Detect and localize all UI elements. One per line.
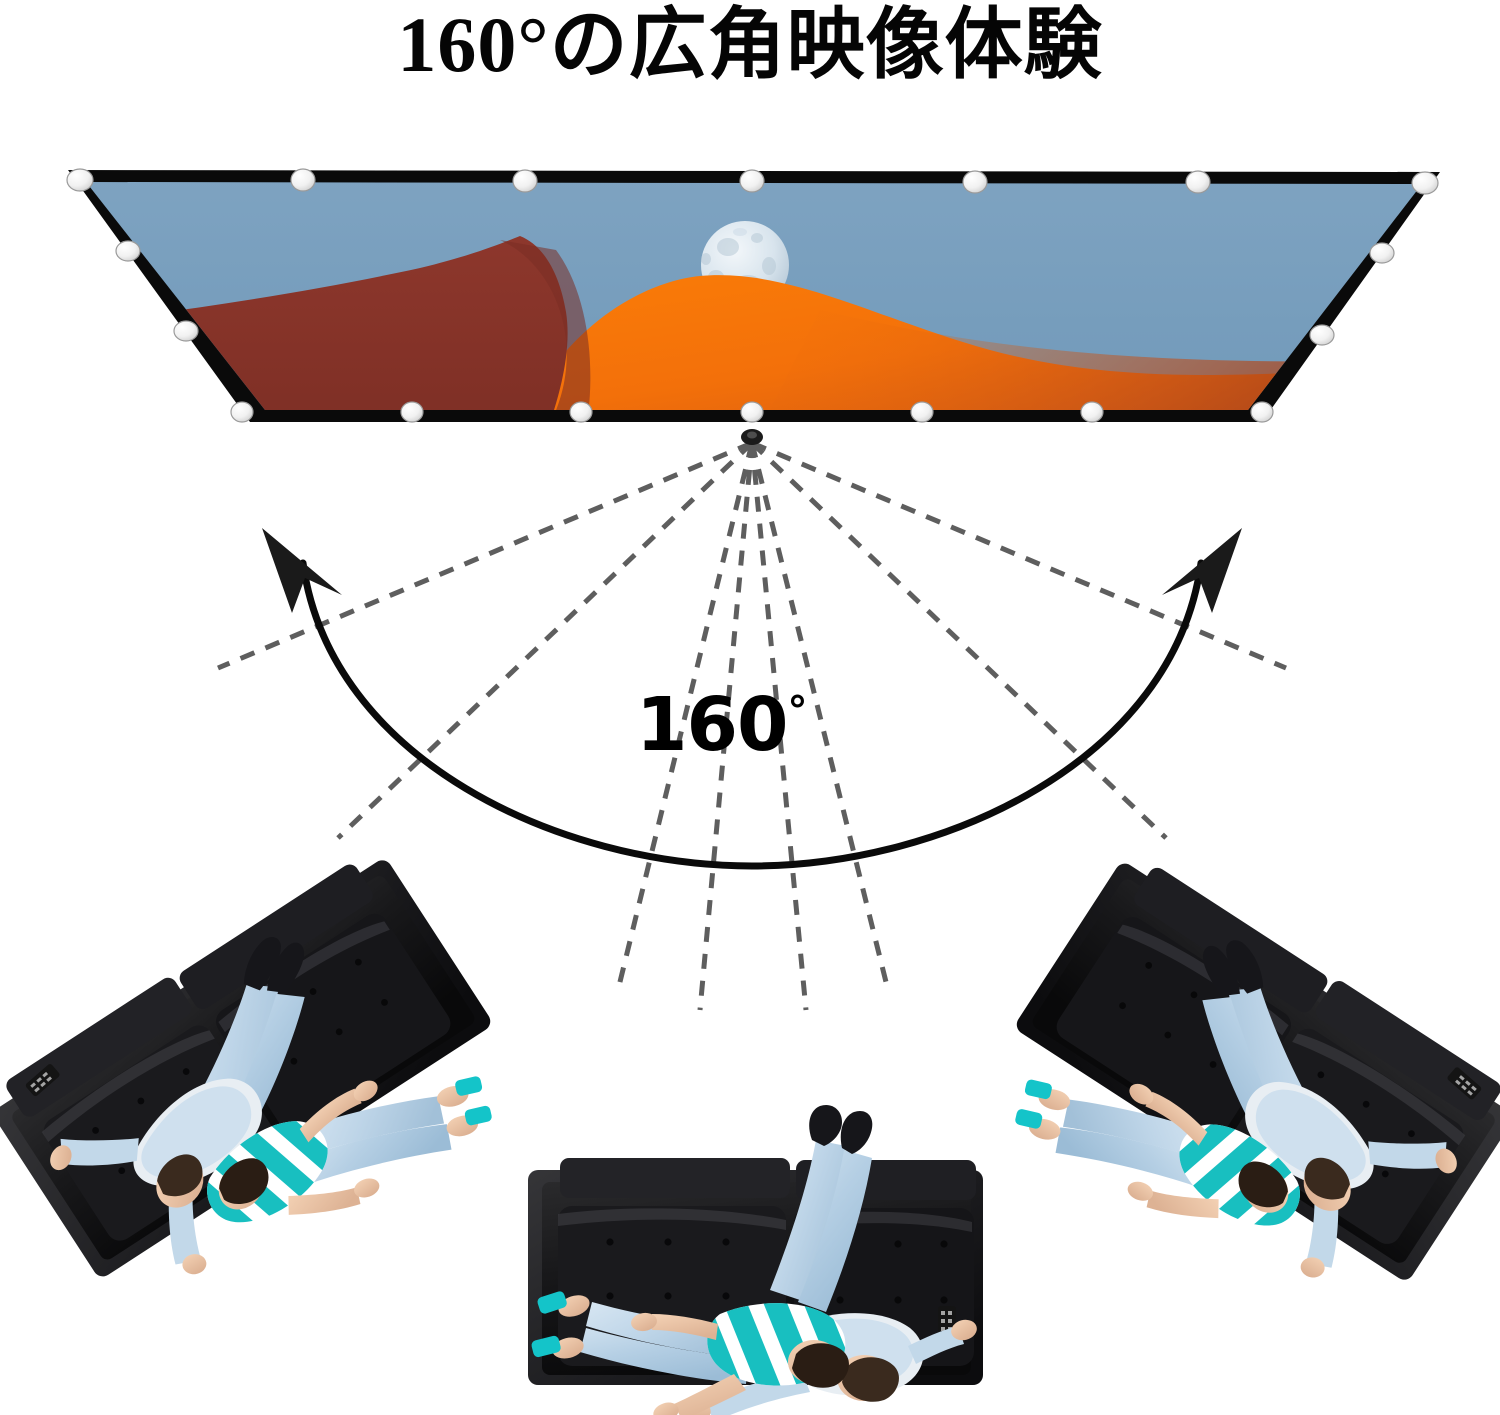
grommet-row-bottom <box>230 401 1274 423</box>
arc-line <box>299 559 1205 870</box>
viewer-sofa-center <box>528 1104 983 1415</box>
grommet-row-top <box>66 168 1439 195</box>
sandal-2-right <box>1015 1109 1043 1129</box>
person-woman-center <box>531 1291 849 1415</box>
viewer-sofa-left <box>0 860 492 1277</box>
ray-1 <box>217 440 753 671</box>
sandal-2-left <box>464 1105 492 1126</box>
arc-arrowhead-right <box>1162 528 1242 613</box>
sandal-1-right <box>1024 1079 1052 1100</box>
sandal-1-left <box>455 1076 483 1096</box>
screen-image <box>86 182 1422 410</box>
degree-symbol: ° <box>787 688 807 735</box>
projector-apex-dot <box>741 429 763 445</box>
person-woman-right <box>1015 1079 1316 1245</box>
ray-7 <box>750 441 1168 840</box>
ray-8 <box>751 440 1287 671</box>
projection-rays <box>217 440 1287 1011</box>
ray-2 <box>336 441 754 840</box>
grommet-row-left <box>115 240 199 342</box>
ray-5 <box>749 442 809 1011</box>
person-man-left <box>50 937 305 1275</box>
sandal-2-center <box>531 1335 561 1358</box>
sandal-1-center <box>537 1291 567 1314</box>
ray-6 <box>749 442 891 991</box>
angle-arc <box>262 528 1242 870</box>
remote-control-left <box>25 1064 60 1097</box>
dune-crest-shadow <box>500 240 591 410</box>
viewer-sofa-right <box>1015 863 1500 1280</box>
angle-value: 160 <box>636 682 788 768</box>
grommet-row-right <box>1309 242 1395 346</box>
page-title: 160°の広角映像体験 <box>397 1 1103 88</box>
ray-4 <box>697 442 755 1011</box>
remote-control-right <box>1447 1067 1482 1100</box>
ray-3 <box>615 442 755 991</box>
arc-arrowhead-left <box>262 528 342 613</box>
projection-screen <box>66 168 1440 423</box>
angle-label: 160° <box>636 688 807 762</box>
